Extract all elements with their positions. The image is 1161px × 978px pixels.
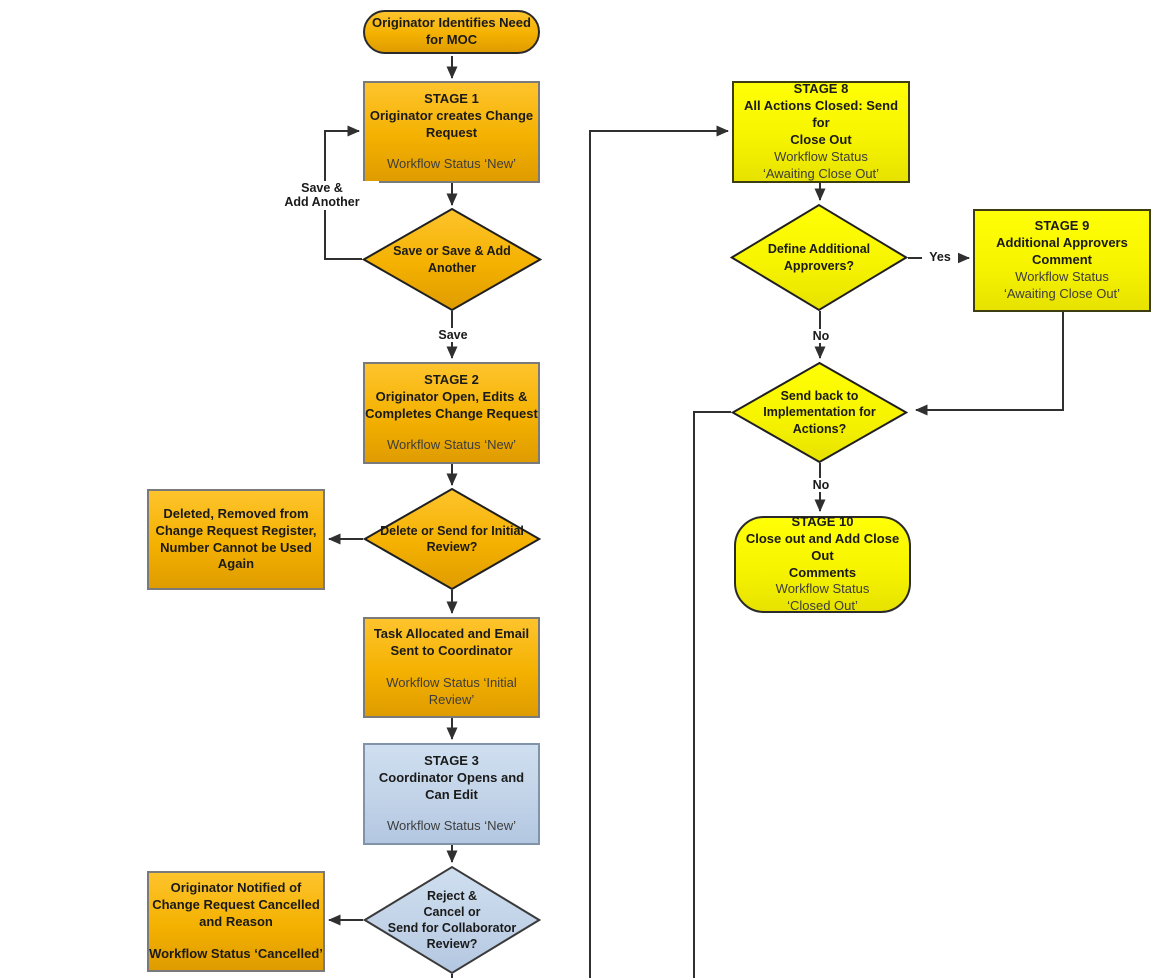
edge-label-no-sendback: No	[806, 478, 836, 493]
node-task-allocated: Task Allocated and Email Sent to Coordin…	[363, 617, 540, 718]
stage9-body: Additional Approvers Comment	[996, 235, 1128, 268]
node-start-terminator: Originator Identifies Need for MOC	[363, 10, 540, 54]
diamond-shape-orange	[363, 488, 541, 590]
node-stage9: STAGE 9 Additional Approvers Comment Wor…	[973, 209, 1151, 312]
node-deleted-info: Deleted, Removed from Change Request Reg…	[147, 489, 325, 590]
stage3-body: Coordinator Opens and Can Edit	[378, 769, 525, 802]
node-stage2: STAGE 2 Originator Open, Edits & Complet…	[363, 362, 540, 464]
task-body: Task Allocated and Email Sent to Coordin…	[373, 626, 530, 659]
decision-approvers-label: Define Additional Approvers?	[767, 242, 871, 273]
stage1-body: Originator creates Change Request	[369, 107, 534, 140]
stage1-status: Workflow Status ‘New’	[386, 156, 517, 172]
decision-approvers: Define Additional Approvers?	[730, 204, 908, 311]
decision-save-label: Save or Save & Add Another	[393, 244, 511, 275]
decision-save: Save or Save & Add Another	[362, 208, 542, 311]
cancelled-body: Originator Notified of Change Request Ca…	[152, 880, 320, 929]
node-start-label: Originator Identifies Need for MOC	[372, 15, 531, 47]
stage2-title: STAGE 2	[424, 371, 479, 387]
stage3-status: Workflow Status ‘New’	[386, 818, 517, 834]
stage8-status: Workflow Status ‘Awaiting Close Out’	[762, 148, 880, 181]
stage10-status: Workflow Status ‘Closed Out’	[775, 581, 870, 614]
decision-reject-label: Reject & Cancel or Send for Collaborator…	[387, 888, 517, 952]
decision-sendback-label: Send back to Implementation for Actions?	[763, 389, 876, 436]
edge-label-yes: Yes	[922, 250, 958, 265]
diamond-shape-orange	[362, 208, 542, 311]
decision-sendback: Send back to Implementation for Actions?	[731, 362, 908, 463]
stage9-title: STAGE 9	[1034, 218, 1090, 234]
stage8-title: STAGE 8	[793, 81, 849, 97]
deleted-info-body: Deleted, Removed from Change Request Reg…	[155, 505, 317, 572]
decision-delete-label: Delete or Send for Initial Review?	[380, 523, 524, 554]
stage10-title: STAGE 10	[791, 513, 854, 529]
decision-delete: Delete or Send for Initial Review?	[363, 488, 541, 590]
edge-label-no-approvers: No	[806, 329, 836, 344]
edge-label-save-add: Save & Add Another	[265, 181, 379, 210]
stage8-body: All Actions Closed: Send for Close Out	[743, 98, 899, 147]
node-stage3: STAGE 3 Coordinator Opens and Can Edit W…	[363, 743, 540, 845]
stage2-body: Originator Open, Edits & Completes Chang…	[365, 388, 538, 421]
node-stage1: STAGE 1 Originator creates Change Reques…	[363, 81, 540, 183]
task-status: Workflow Status ‘Initial Review’	[386, 675, 517, 707]
edge-long-to-stage8	[589, 125, 729, 978]
edge-stage9-dsendback	[915, 311, 1064, 416]
node-stage10: STAGE 10 Close out and Add Close Out Com…	[734, 513, 911, 614]
stage1-title: STAGE 1	[424, 90, 479, 106]
stage3-title: STAGE 3	[424, 752, 479, 768]
diamond-shape-blue	[363, 866, 541, 974]
diamond-shape-yellow	[730, 204, 908, 311]
edge-label-save: Save	[424, 328, 482, 343]
decision-reject: Reject & Cancel or Send for Collaborator…	[363, 866, 541, 974]
node-cancelled-info: Originator Notified of Change Request Ca…	[147, 871, 325, 972]
diamond-shape-yellow	[731, 362, 908, 463]
stage2-status: Workflow Status ‘New’	[386, 437, 517, 453]
cancelled-status: Workflow Status ‘Cancelled’	[149, 945, 323, 961]
stage9-status: Workflow Status ‘Awaiting Close Out’	[1003, 268, 1121, 301]
stage10-body: Close out and Add Close Out Comments	[745, 530, 900, 580]
node-stage8: STAGE 8 All Actions Closed: Send for Clo…	[732, 81, 910, 183]
edge-dsendback-down	[693, 411, 731, 978]
